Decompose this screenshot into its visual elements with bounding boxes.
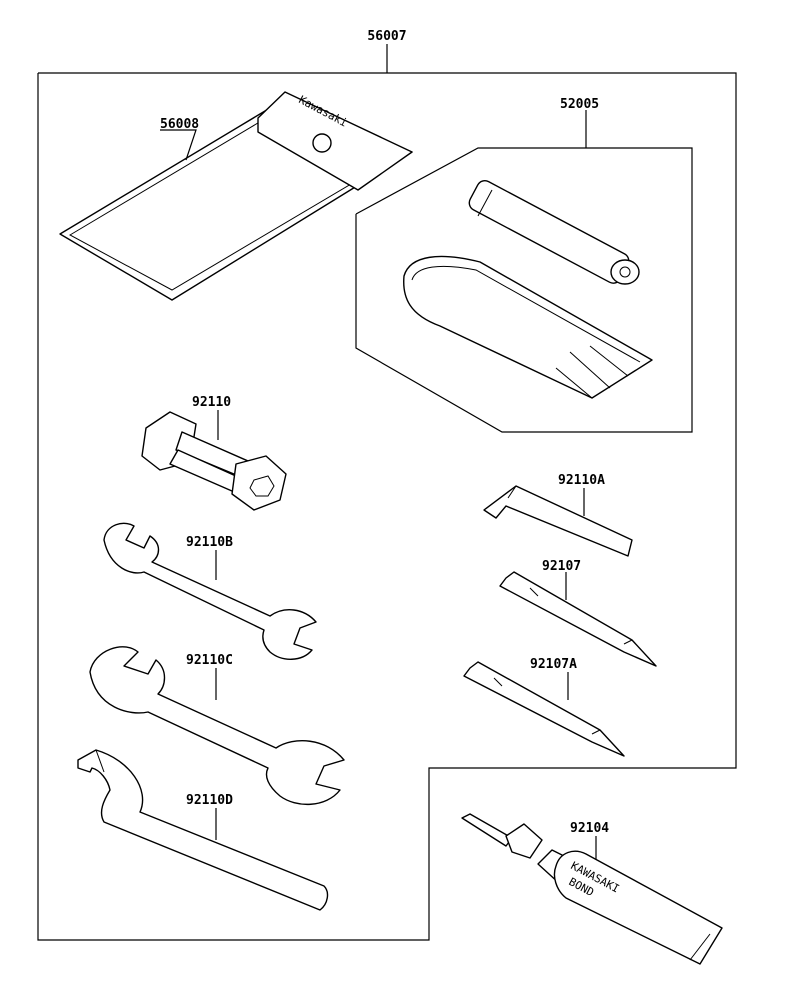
- label-manual-case: 56008: [160, 117, 199, 132]
- label-wrench-c: 92110C: [186, 653, 233, 668]
- bond-tube: KAWASAKI BOND: [537, 849, 723, 965]
- label-wrench-b: 92110B: [186, 535, 233, 550]
- manual-case-leader: [160, 129, 197, 161]
- bond-nozzle: [461, 813, 543, 859]
- pump-cylinder: [468, 179, 640, 285]
- label-bond: 92104: [570, 821, 609, 836]
- label-hex-key: 92110A: [558, 473, 605, 488]
- wrench-c: [89, 646, 345, 806]
- label-kit: 56007: [367, 29, 406, 44]
- hook-wrench: [77, 749, 329, 911]
- label-hook-wrench: 92110D: [186, 793, 233, 808]
- label-screwdriver: 92107: [542, 559, 581, 574]
- pump-pouch: [403, 255, 653, 399]
- hex-key: [483, 485, 633, 557]
- screwdriver: [499, 571, 657, 667]
- manual-case: Kawasaki: [59, 91, 413, 301]
- screwdriver-a: [463, 661, 625, 757]
- pump-set-frame: [355, 147, 693, 433]
- kit-frame: [37, 72, 737, 941]
- label-plug-wrench: 92110: [192, 395, 231, 410]
- label-pump-set: 52005: [560, 97, 599, 112]
- wrench-b: [103, 522, 317, 660]
- plug-wrench: [141, 411, 287, 511]
- label-screwdriver-a: 92107A: [530, 657, 577, 672]
